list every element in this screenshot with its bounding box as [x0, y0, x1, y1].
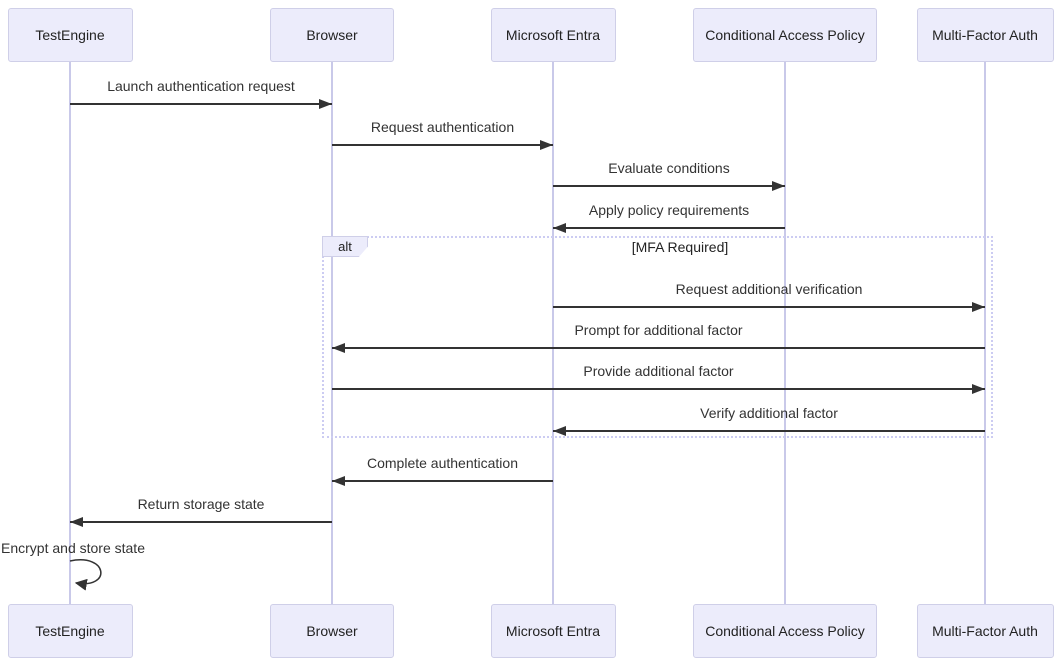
- self-loop-arrow: [69, 559, 102, 591]
- message-label-return-storage-state: Return storage state: [137, 496, 265, 512]
- message-line-request-additional-verification: [553, 306, 985, 308]
- lifeline-conditional-access-policy: [784, 62, 786, 604]
- message-line-return-storage-state: [70, 521, 332, 523]
- arrowhead-request-authentication: [540, 140, 553, 150]
- message-label-request-authentication: Request authentication: [370, 119, 515, 135]
- message-label-request-additional-verification: Request additional verification: [675, 281, 863, 297]
- actor-box-top-browser: Browser: [270, 8, 394, 62]
- message-line-verify-additional-factor: [553, 430, 985, 432]
- arrowhead-evaluate-conditions: [772, 181, 785, 191]
- message-line-evaluate-conditions: [553, 185, 785, 187]
- message-line-launch-authentication-request: [70, 103, 332, 105]
- arrowhead-provide-additional-factor: [972, 384, 985, 394]
- actor-box-top-multi-factor-auth: Multi-Factor Auth: [916, 8, 1054, 62]
- actor-box-bottom-microsoft-entra: Microsoft Entra: [490, 604, 616, 658]
- arrowhead-request-additional-verification: [972, 302, 985, 312]
- arrowhead-launch-authentication-request: [319, 99, 332, 109]
- frame-alt-guard: [MFA Required]: [631, 239, 729, 255]
- actor-box-bottom-browser: Browser: [270, 604, 394, 658]
- arrowhead-complete-authentication: [332, 476, 345, 486]
- lifeline-testengine: [69, 62, 71, 604]
- arrowhead-verify-additional-factor: [553, 426, 566, 436]
- actor-box-top-testengine: TestEngine: [7, 8, 133, 62]
- message-label-encrypt-and-store-state: Encrypt and store state: [1, 540, 145, 556]
- message-line-provide-additional-factor: [332, 388, 985, 390]
- message-label-complete-authentication: Complete authentication: [367, 455, 518, 471]
- message-label-evaluate-conditions: Evaluate conditions: [608, 160, 730, 176]
- actor-box-top-conditional-access-policy: Conditional Access Policy: [693, 8, 877, 62]
- actor-box-bottom-conditional-access-policy: Conditional Access Policy: [693, 604, 877, 658]
- actor-box-top-microsoft-entra: Microsoft Entra: [490, 8, 616, 62]
- arrowhead-return-storage-state: [70, 517, 83, 527]
- message-label-provide-additional-factor: Provide additional factor: [583, 363, 734, 379]
- message-label-verify-additional-factor: Verify additional factor: [700, 405, 838, 421]
- frame-alt: [322, 236, 993, 438]
- arrowhead-prompt-for-additional-factor: [332, 343, 345, 353]
- message-label-apply-policy-requirements: Apply policy requirements: [588, 202, 750, 218]
- frame-alt-label: alt: [322, 236, 368, 257]
- actor-box-bottom-multi-factor-auth: Multi-Factor Auth: [916, 604, 1054, 658]
- message-line-complete-authentication: [332, 480, 553, 482]
- message-line-request-authentication: [332, 144, 553, 146]
- message-label-launch-authentication-request: Launch authentication request: [107, 78, 295, 94]
- message-label-prompt-for-additional-factor: Prompt for additional factor: [574, 322, 743, 338]
- lifeline-browser: [331, 62, 333, 604]
- message-line-apply-policy-requirements: [553, 227, 785, 229]
- lifeline-multi-factor-auth: [984, 62, 986, 604]
- lifeline-microsoft-entra: [552, 62, 554, 604]
- message-line-prompt-for-additional-factor: [332, 347, 985, 349]
- actor-box-bottom-testengine: TestEngine: [7, 604, 133, 658]
- arrowhead-apply-policy-requirements: [553, 223, 566, 233]
